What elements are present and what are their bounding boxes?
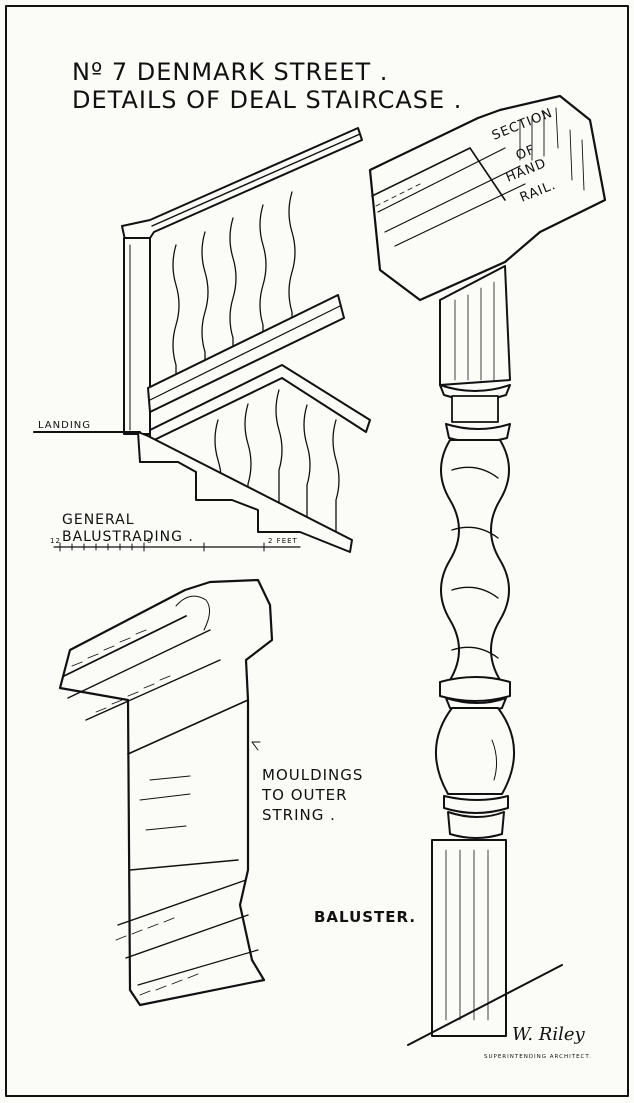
sheet-border — [5, 5, 629, 1097]
label-landing: LANDING — [38, 420, 91, 431]
scale-label-mid: 0 — [147, 537, 152, 545]
label-section-2: OF — [514, 142, 538, 163]
handrail-perspective-drawing — [368, 94, 607, 302]
label-mouldings-2: TO OUTER — [261, 786, 348, 804]
scale-bar — [53, 542, 301, 552]
title-line-2: DETAILS OF DEAL STAIRCASE . — [72, 86, 462, 114]
scale-label-right: 2 FEET — [268, 537, 298, 545]
signature-name: W. Riley — [512, 1024, 586, 1045]
mouldings-drawing — [58, 578, 274, 1007]
label-mouldings-1: MOULDINGS — [262, 766, 363, 784]
label-general-2: BALUSTRADING . — [62, 529, 194, 545]
label-mouldings-3: STRING . — [262, 806, 336, 824]
label-baluster: BALUSTER. — [314, 908, 416, 926]
baluster-drawing — [407, 265, 563, 1046]
general-balustrading-drawing — [33, 127, 371, 553]
title-line-1: Nº 7 DENMARK STREET . — [72, 58, 388, 86]
scale-label-left: 12 — [50, 537, 61, 545]
signature-role: SUPERINTENDING ARCHITECT. — [484, 1054, 592, 1060]
label-general-1: GENERAL — [62, 512, 135, 528]
